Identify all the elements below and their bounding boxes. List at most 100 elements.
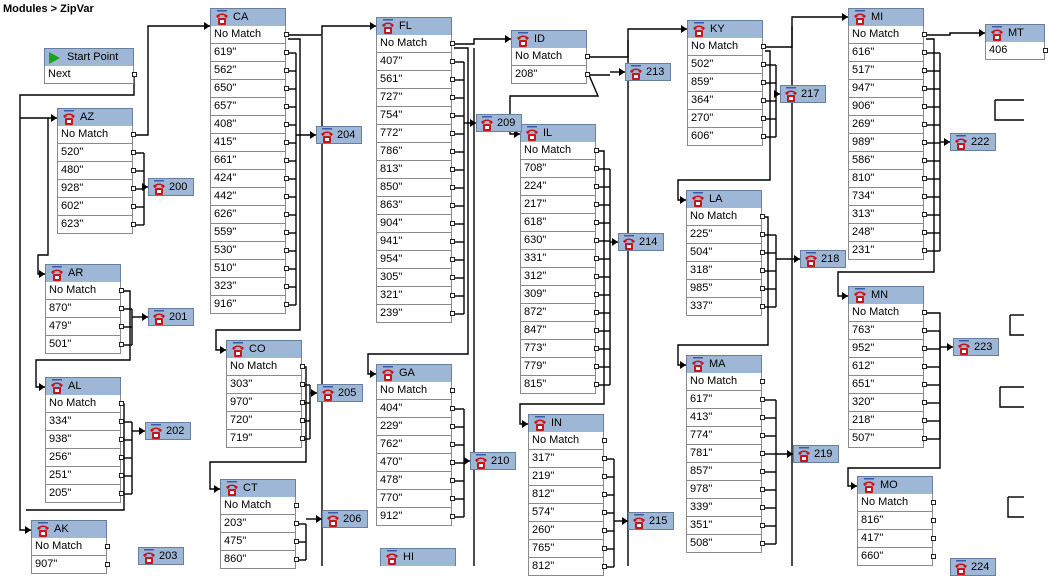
- output-port[interactable]: [760, 232, 765, 237]
- output-port[interactable]: [594, 310, 599, 315]
- node-row[interactable]: 229": [376, 418, 455, 436]
- node-row[interactable]: 224": [520, 178, 599, 196]
- node-row[interactable]: 872": [520, 304, 599, 322]
- output-port[interactable]: [594, 364, 599, 369]
- node-row[interactable]: No Match: [226, 358, 305, 376]
- output-port[interactable]: [602, 510, 607, 515]
- node-row[interactable]: 978": [686, 481, 765, 499]
- output-port[interactable]: [594, 220, 599, 225]
- node-header-ct[interactable]: CT: [220, 479, 296, 497]
- node-row[interactable]: 320": [848, 394, 927, 412]
- output-port[interactable]: [594, 148, 599, 153]
- output-port[interactable]: [450, 149, 455, 154]
- node-row[interactable]: 754": [376, 107, 455, 125]
- node-header-ar[interactable]: AR: [45, 264, 121, 282]
- output-port[interactable]: [119, 473, 124, 478]
- output-port[interactable]: [761, 62, 766, 67]
- node-row[interactable]: 602": [57, 198, 136, 216]
- node-header-in[interactable]: IN: [528, 414, 604, 432]
- output-port[interactable]: [594, 202, 599, 207]
- output-port[interactable]: [602, 456, 607, 461]
- node-header-fl[interactable]: FL: [376, 17, 452, 35]
- output-port[interactable]: [761, 116, 766, 121]
- target-box-205[interactable]: 205: [317, 384, 363, 402]
- node-row[interactable]: 660": [857, 548, 936, 566]
- output-port[interactable]: [922, 436, 927, 441]
- node-row[interactable]: 816": [857, 512, 936, 530]
- output-port[interactable]: [284, 122, 289, 127]
- target-box-219[interactable]: 219: [793, 445, 839, 463]
- output-port[interactable]: [105, 562, 110, 567]
- node-row[interactable]: 331": [520, 250, 599, 268]
- output-port[interactable]: [294, 503, 299, 508]
- output-port[interactable]: [131, 222, 136, 227]
- node-row[interactable]: No Match: [210, 26, 289, 44]
- node-header-mn[interactable]: MN: [848, 286, 924, 304]
- node-row[interactable]: 510": [210, 260, 289, 278]
- output-port[interactable]: [119, 401, 124, 406]
- output-port[interactable]: [760, 523, 765, 528]
- output-port[interactable]: [300, 382, 305, 387]
- node-row[interactable]: 217": [520, 196, 599, 214]
- output-port[interactable]: [119, 342, 124, 347]
- node-row[interactable]: 203": [220, 515, 299, 533]
- node-row[interactable]: 779": [520, 358, 599, 376]
- output-port[interactable]: [760, 541, 765, 546]
- output-port[interactable]: [450, 77, 455, 82]
- output-port[interactable]: [450, 59, 455, 64]
- target-box-204[interactable]: 204: [316, 126, 362, 144]
- target-box-213[interactable]: 213: [625, 63, 671, 81]
- output-port[interactable]: [131, 150, 136, 155]
- target-box-222[interactable]: 222: [950, 133, 996, 151]
- output-port[interactable]: [594, 238, 599, 243]
- node-header-hi[interactable]: HI: [380, 548, 456, 566]
- output-port[interactable]: [931, 500, 936, 505]
- node-row[interactable]: 504": [686, 244, 765, 262]
- node-row[interactable]: 225": [686, 226, 765, 244]
- output-port[interactable]: [450, 388, 455, 393]
- output-port[interactable]: [450, 221, 455, 226]
- node-row[interactable]: 256": [45, 449, 124, 467]
- output-port[interactable]: [284, 284, 289, 289]
- node-row[interactable]: 339": [686, 499, 765, 517]
- target-box-214[interactable]: 214: [618, 233, 664, 251]
- target-box-209[interactable]: 209: [476, 114, 522, 132]
- output-port[interactable]: [922, 310, 927, 315]
- output-port[interactable]: [760, 433, 765, 438]
- output-port[interactable]: [922, 32, 927, 37]
- node-header-co[interactable]: CO: [226, 340, 302, 358]
- node-row[interactable]: No Match: [686, 373, 765, 391]
- output-port[interactable]: [760, 415, 765, 420]
- node-row[interactable]: 762": [376, 436, 455, 454]
- node-header-la[interactable]: LA: [686, 190, 762, 208]
- output-port[interactable]: [132, 72, 137, 77]
- node-row[interactable]: 863": [376, 197, 455, 215]
- output-port[interactable]: [922, 346, 927, 351]
- target-box-215[interactable]: 215: [628, 512, 674, 530]
- node-row[interactable]: 559": [210, 224, 289, 242]
- output-port[interactable]: [1043, 48, 1048, 53]
- node-row[interactable]: 813": [376, 161, 455, 179]
- node-row[interactable]: 772": [376, 125, 455, 143]
- node-row[interactable]: 870": [45, 300, 124, 318]
- output-port[interactable]: [300, 400, 305, 405]
- output-port[interactable]: [119, 324, 124, 329]
- node-row[interactable]: 442": [210, 188, 289, 206]
- output-port[interactable]: [760, 397, 765, 402]
- output-port[interactable]: [284, 212, 289, 217]
- node-header-ky[interactable]: KY: [687, 20, 763, 38]
- output-port[interactable]: [760, 250, 765, 255]
- output-port[interactable]: [922, 68, 927, 73]
- node-header-ma[interactable]: MA: [686, 355, 762, 373]
- output-port[interactable]: [585, 54, 590, 59]
- output-port[interactable]: [922, 248, 927, 253]
- output-port[interactable]: [450, 478, 455, 483]
- node-row[interactable]: 260": [528, 522, 607, 540]
- node-row[interactable]: 763": [848, 322, 927, 340]
- node-header-mi[interactable]: MI: [848, 8, 924, 26]
